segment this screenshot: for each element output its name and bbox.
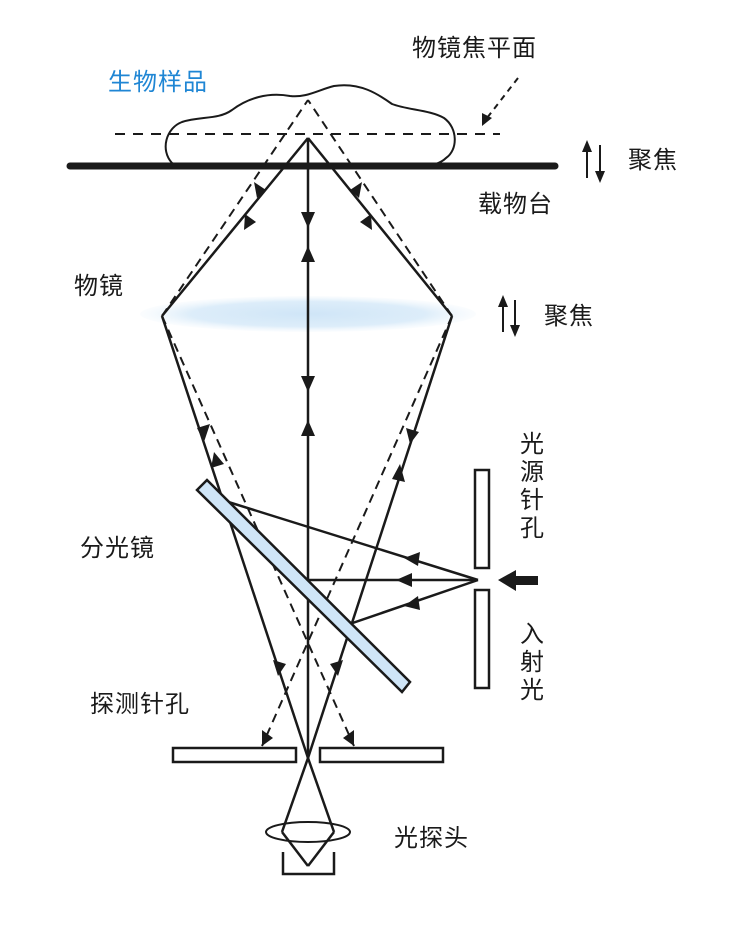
beam-splitter-label: 分光镜 — [80, 534, 155, 562]
detector-pinhole-label: 探测针孔 — [90, 690, 190, 718]
detector-lens — [265, 821, 351, 843]
svg-text:孔: 孔 — [520, 514, 545, 542]
source-pinhole-label: 光 源 针 孔 — [520, 430, 545, 542]
svg-text:射: 射 — [520, 648, 545, 676]
detector-pinhole-left — [171, 746, 298, 764]
up-down-arrows-icon — [582, 140, 605, 183]
detector-pinhole-right — [318, 746, 445, 764]
focal-plane-pointer — [486, 77, 519, 119]
dashed-rays — [161, 99, 453, 747]
focal-plane-pointer-head — [482, 113, 492, 126]
svg-text:光: 光 — [520, 676, 545, 704]
svg-text:针: 针 — [520, 486, 545, 514]
specimen-label: 生物样品 — [108, 68, 208, 96]
focus-label-objective: 聚焦 — [544, 302, 594, 330]
up-down-arrows-icon — [498, 295, 520, 337]
focal-plane-label: 物镜焦平面 — [412, 34, 537, 62]
incident-light-label: 入 射 光 — [520, 620, 545, 704]
focus-label-stage: 聚焦 — [628, 146, 678, 174]
photodetector-label: 光探头 — [394, 824, 469, 852]
svg-text:入: 入 — [520, 620, 545, 648]
source-pinhole-upper — [473, 468, 491, 570]
svg-text:光: 光 — [520, 430, 545, 458]
stage-label: 载物台 — [478, 190, 553, 218]
objective-label: 物镜 — [74, 272, 124, 300]
photodetector-cup — [281, 852, 336, 876]
left-arrow-icon — [498, 570, 538, 591]
source-pinhole-lower — [473, 588, 491, 690]
specimen-shape — [164, 84, 456, 167]
ray-arrowheads — [197, 182, 420, 746]
svg-text:源: 源 — [520, 458, 545, 486]
beam-splitter — [195, 478, 412, 694]
